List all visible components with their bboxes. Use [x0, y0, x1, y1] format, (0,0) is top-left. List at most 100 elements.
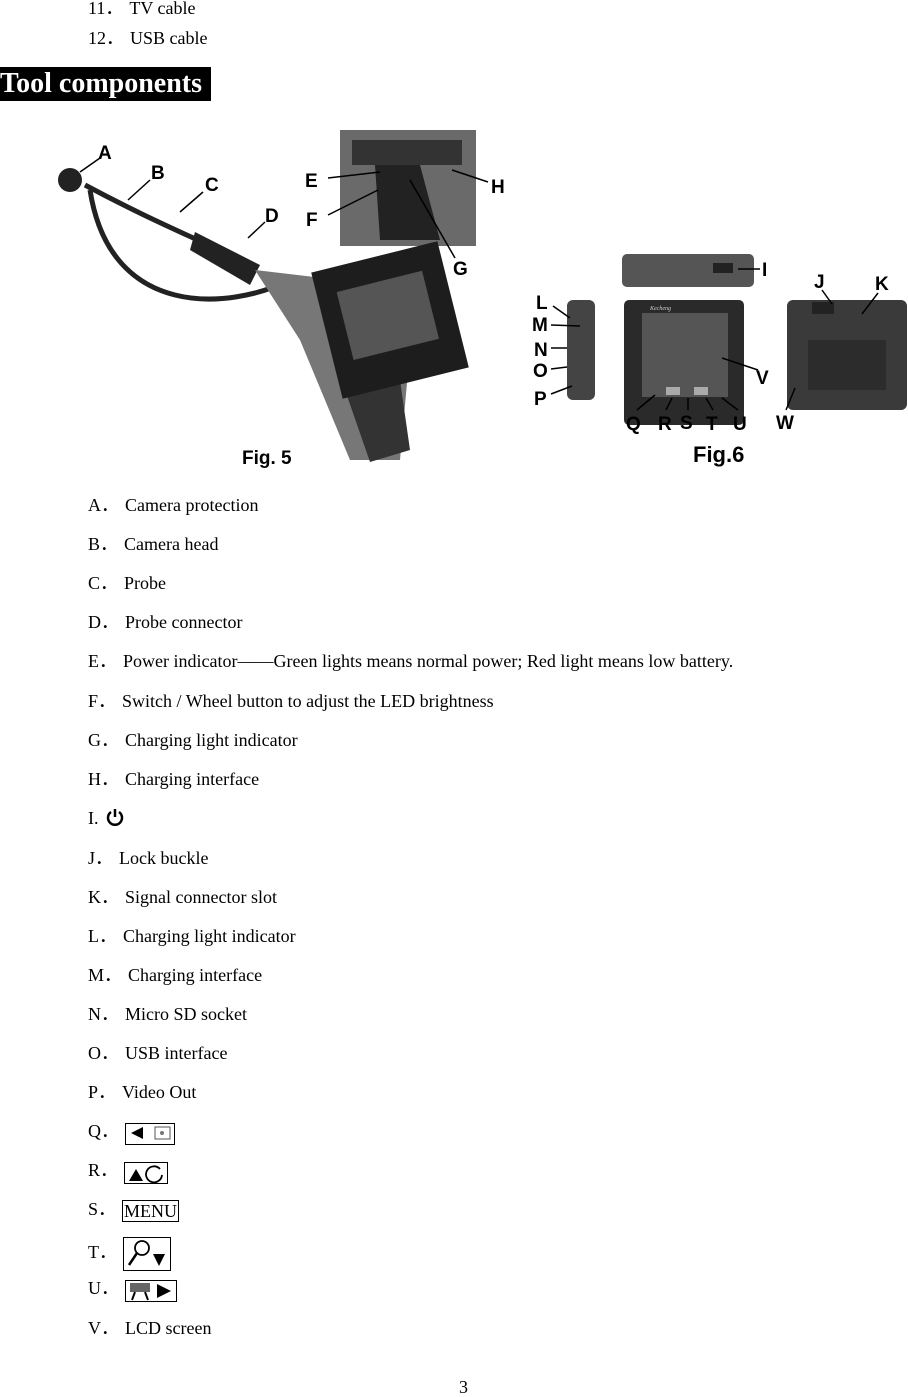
fig6-caption: Fig.6 [693, 442, 744, 467]
component-item: T． [88, 1237, 171, 1271]
label-w: W [776, 413, 794, 434]
component-item: K． Signal connector slot [88, 886, 277, 908]
label-g: G [453, 259, 468, 280]
label-t: T [706, 414, 718, 435]
item-text: Power indicator——Green lights means norm… [123, 651, 734, 671]
label-c: C [205, 175, 219, 196]
item-label: K． [88, 887, 119, 907]
label-d: D [265, 206, 279, 227]
component-item: L． Charging light indicator [88, 925, 296, 947]
component-item: G． Charging light indicator [88, 729, 298, 751]
item-label: L． [88, 926, 117, 946]
item-label: B． [88, 534, 119, 554]
item-label: G． [88, 730, 119, 750]
label-s: S [680, 413, 693, 434]
component-item: B．Camera head [88, 533, 218, 555]
item-label: C． [88, 573, 119, 593]
label-a: A [98, 143, 112, 164]
component-item: I. [88, 807, 125, 832]
item-text: Switch / Wheel button to adjust the LED … [122, 691, 494, 711]
item-text: Charging interface [128, 965, 263, 985]
item-text: MENU [122, 1199, 180, 1222]
section-heading: Tool components [0, 67, 211, 101]
item-text: Probe [124, 573, 167, 593]
item-text: Probe connector [125, 612, 243, 632]
component-item: N．Micro SD socket [88, 1003, 247, 1025]
label-b: B [151, 163, 165, 184]
label-p: P [534, 389, 547, 410]
item-text: Charging interface [125, 769, 260, 789]
tool-figures: A B C D E F G H Fig. 5 Kecheng I J [58, 130, 907, 469]
component-item: M．Charging interface [88, 964, 262, 986]
page-number: 3 [459, 1377, 468, 1397]
item-label: D． [88, 612, 119, 632]
item-label: N． [88, 1004, 119, 1024]
item-label: 12． [88, 28, 124, 48]
item-text: TV cable [129, 0, 196, 18]
component-item: D． Probe connector [88, 611, 242, 633]
label-f: F [306, 210, 318, 231]
component-item: F．Switch / Wheel button to adjust the LE… [88, 690, 494, 712]
label-e: E [305, 171, 318, 192]
power-icon [105, 809, 125, 831]
fig5-illustration [58, 130, 476, 462]
left-arrow-photo-icon [125, 1122, 175, 1145]
item-text: USB interface [125, 1043, 228, 1063]
item-text: Signal connector slot [125, 887, 277, 907]
label-h: H [491, 177, 505, 198]
zoom-down-arrow-icon [123, 1237, 171, 1271]
item-text: LCD screen [125, 1318, 212, 1338]
item-label: E． [88, 651, 117, 671]
component-item: R． [88, 1159, 169, 1184]
component-item: J．Lock buckle [88, 847, 208, 869]
item-text: Charging light indicator [123, 926, 296, 946]
item-label: A． [88, 495, 119, 515]
up-arrow-rotate-icon [124, 1161, 169, 1184]
item-label: R． [88, 1160, 119, 1180]
video-right-arrow-icon [125, 1279, 177, 1302]
component-item: U． [88, 1277, 177, 1302]
item-label: M． [88, 965, 123, 985]
fig5-caption: Fig. 5 [242, 448, 292, 469]
component-item: P．Video Out [88, 1081, 196, 1103]
item-text: USB cable [130, 28, 208, 48]
component-item: O．USB interface [88, 1042, 227, 1064]
label-n: N [534, 340, 548, 361]
item-label: U． [88, 1278, 119, 1298]
item-text: Camera protection [125, 495, 259, 515]
component-item: Q． [88, 1120, 175, 1145]
list-item: 11． TV cable [88, 0, 195, 19]
fig6-leaders [550, 268, 879, 411]
item-text: Video Out [122, 1082, 197, 1102]
component-item: A． Camera protection [88, 494, 258, 516]
label-i: I [762, 260, 767, 281]
component-item: S．MENU [88, 1198, 180, 1222]
item-label: Q． [88, 1121, 119, 1141]
item-text: Lock buckle [119, 848, 209, 868]
device-brand: Kecheng [649, 306, 671, 312]
component-item: H． Charging interface [88, 768, 259, 790]
item-label: 11． [88, 0, 124, 18]
item-label: F． [88, 691, 117, 711]
label-m: M [532, 315, 548, 336]
item-label: S． [88, 1199, 117, 1219]
label-j: J [814, 272, 825, 293]
component-item: V． LCD screen [88, 1317, 211, 1339]
label-o: O [533, 361, 548, 382]
label-l: L [536, 293, 548, 314]
item-label: P． [88, 1082, 117, 1102]
item-label: V． [88, 1318, 119, 1338]
list-item: 12． USB cable [88, 27, 207, 49]
label-k: K [875, 274, 889, 295]
component-item: E． Power indicator——Green lights means no… [88, 650, 733, 672]
item-text: Camera head [124, 534, 219, 554]
item-label: H． [88, 769, 119, 789]
label-q: Q [626, 414, 641, 435]
item-label: I. [88, 808, 99, 828]
item-label: T． [88, 1242, 117, 1263]
fig5-leaders [79, 157, 489, 259]
item-label: J． [88, 848, 114, 868]
label-v: V [756, 368, 769, 389]
item-text: Charging light indicator [125, 730, 298, 750]
